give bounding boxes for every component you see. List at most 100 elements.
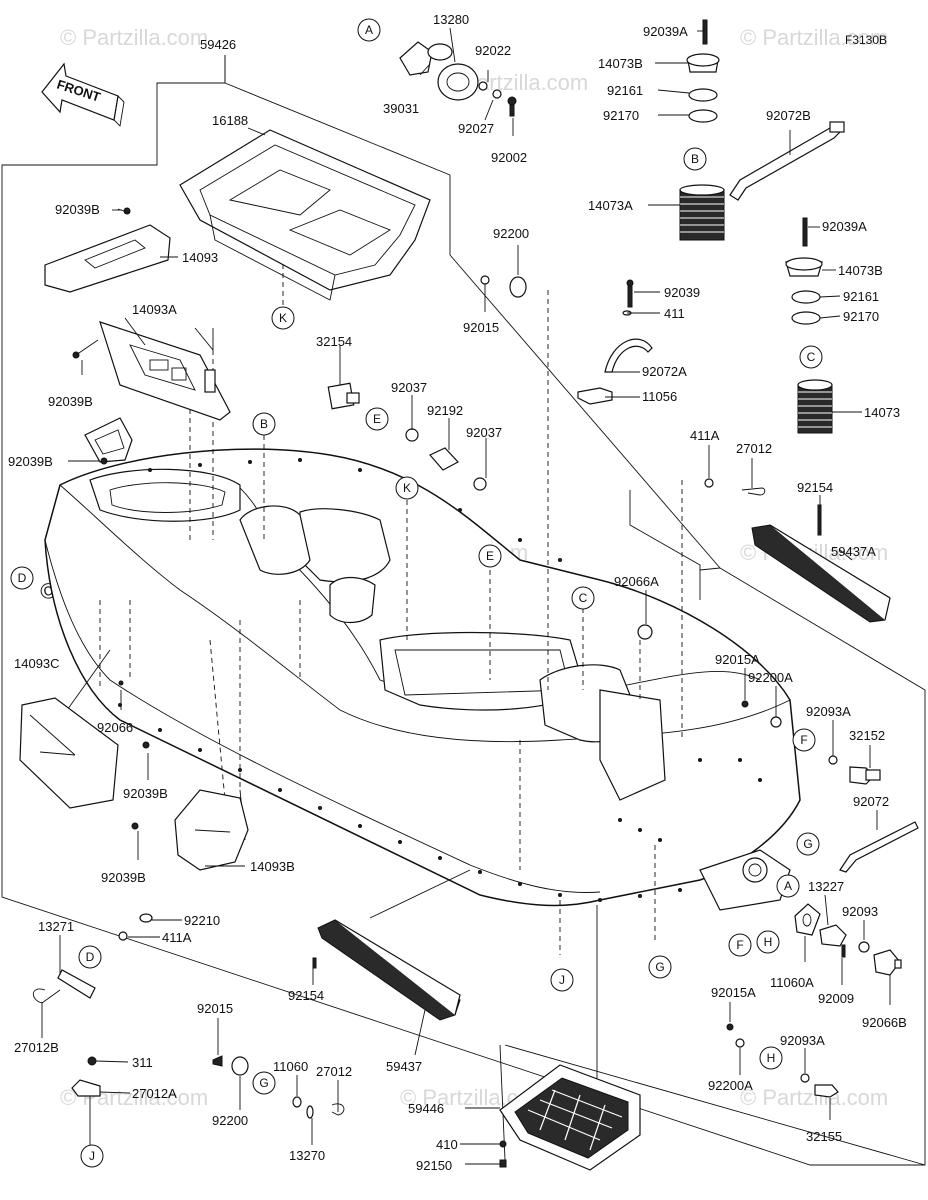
tube-92072 xyxy=(839,821,919,873)
part-label: 92002 xyxy=(491,150,527,165)
part-label: 27012B xyxy=(14,1040,59,1055)
ref-marker-B: B xyxy=(691,152,699,166)
part-label: 92066 xyxy=(97,720,133,735)
panel-14093B xyxy=(174,789,249,871)
part-label: 11060A xyxy=(770,975,814,990)
ref-marker-J: J xyxy=(89,1149,95,1163)
part-label: 59437 xyxy=(386,1059,422,1074)
plug-92066A xyxy=(637,624,653,640)
leader-lines xyxy=(41,27,891,1165)
part-label: 11060 xyxy=(273,1059,308,1074)
part-label: 32155 xyxy=(806,1129,842,1144)
part-label: 92200 xyxy=(212,1113,248,1128)
part-label: 92072B xyxy=(766,108,811,123)
cover-14093 xyxy=(44,207,171,293)
part-label: 92039B xyxy=(48,394,93,409)
part-label: 92170 xyxy=(843,309,879,324)
part-label: 59446 xyxy=(408,1101,444,1116)
ref-marker-A: A xyxy=(365,23,373,37)
ref-marker-G: G xyxy=(655,960,664,974)
part-label: 14093C xyxy=(14,656,60,671)
bracket-small xyxy=(84,417,133,465)
hull-assembly xyxy=(44,448,801,911)
ref-marker-E: E xyxy=(373,412,381,426)
part-label: 14073B xyxy=(598,56,643,71)
vent-tube-92072B xyxy=(729,121,845,201)
part-label: 410 xyxy=(436,1137,458,1152)
part-label: 92015 xyxy=(463,320,499,335)
part-label: 14093A xyxy=(132,302,177,317)
part-label: 92039B xyxy=(101,870,146,885)
part-label: 411A xyxy=(162,930,192,945)
watermark: © Partzilla.com xyxy=(740,1085,888,1110)
part-labels: 59426 16188 92039B 14093 14093A 92039B 9… xyxy=(8,12,907,1173)
vent-column-A xyxy=(679,19,725,241)
part-label: 311 xyxy=(132,1055,153,1070)
cap-cluster xyxy=(399,41,517,117)
part-label: 92015A xyxy=(715,652,760,667)
part-label: 14073 xyxy=(864,405,900,420)
part-label: 92200A xyxy=(748,670,793,685)
fitting-cluster-13227 xyxy=(794,903,902,976)
part-label: 92154 xyxy=(288,988,324,1003)
ref-marker-G: G xyxy=(803,837,812,851)
part-label: 27012A xyxy=(132,1086,177,1101)
rail-59437A xyxy=(751,504,891,623)
part-label: 14093B xyxy=(250,859,295,874)
part-label: 92210 xyxy=(184,913,220,928)
part-label: 92150 xyxy=(416,1158,452,1173)
part-label: 13280 xyxy=(433,12,469,27)
ref-marker-K: K xyxy=(403,481,411,495)
clip-27012 xyxy=(704,478,766,496)
panel-14093A xyxy=(72,321,231,421)
part-label: 14073B xyxy=(838,263,883,278)
clip-cluster-27012A xyxy=(71,1056,101,1097)
part-label: 92192 xyxy=(427,403,463,418)
part-label: 92039 xyxy=(664,285,700,300)
part-label: 16188 xyxy=(212,113,248,128)
part-label: 92037 xyxy=(466,425,502,440)
part-label: 411A xyxy=(690,428,720,443)
part-label: 27012 xyxy=(736,441,772,456)
ref-marker-E: E xyxy=(486,549,494,563)
part-label: 92066B xyxy=(862,1015,907,1030)
ref-marker-D: D xyxy=(86,950,95,964)
fitting-cluster-H xyxy=(726,1023,839,1098)
ref-marker-B: B xyxy=(260,417,268,431)
ref-marker-C: C xyxy=(807,350,816,364)
part-label: 92039B xyxy=(8,454,53,469)
part-label: 92015A xyxy=(711,985,756,1000)
part-label: 59437A xyxy=(831,544,876,559)
part-label: 411 xyxy=(664,306,685,321)
reference-markers: A K B D E K E C B C F G A H F G J D J G … xyxy=(10,18,823,1168)
part-label: 32152 xyxy=(849,728,885,743)
part-label: 92161 xyxy=(843,289,879,304)
part-label: 27012 xyxy=(316,1064,352,1079)
part-label: 92093A xyxy=(780,1033,825,1048)
part-label: 92039A xyxy=(822,219,867,234)
ref-marker-F: F xyxy=(800,733,807,747)
part-label: 92039A xyxy=(643,24,688,39)
part-label: 92154 xyxy=(797,480,833,495)
watermark: © Partzilla.com xyxy=(60,25,208,50)
rail-59437 xyxy=(312,919,461,1021)
part-label: 59426 xyxy=(200,37,236,52)
part-label: 92072A xyxy=(642,364,687,379)
ref-marker-A: A xyxy=(784,879,792,893)
part-label: 13271 xyxy=(38,919,74,934)
part-label: 92009 xyxy=(818,991,854,1006)
part-label: 92161 xyxy=(607,83,643,98)
fitting-cluster-F xyxy=(741,700,881,785)
part-label: 39031 xyxy=(383,101,419,116)
drain-cluster-32154 xyxy=(327,382,487,491)
ref-marker-C: C xyxy=(579,591,588,605)
part-label: 92022 xyxy=(475,43,511,58)
diagram-code: F3130B xyxy=(845,33,887,47)
part-label: 92093 xyxy=(842,904,878,919)
ref-marker-G: G xyxy=(259,1076,268,1090)
intake-grate-59446 xyxy=(499,1064,641,1171)
part-label: 92037 xyxy=(391,380,427,395)
part-label: 14073A xyxy=(588,198,633,213)
ref-marker-J: J xyxy=(559,973,565,987)
